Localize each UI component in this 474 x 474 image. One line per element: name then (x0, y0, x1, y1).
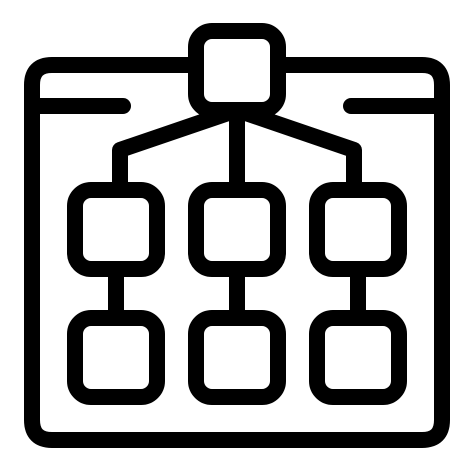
connector-right (229, 102, 362, 198)
root-node (188, 23, 286, 118)
connector-left (112, 102, 245, 198)
middle-node-center (188, 182, 286, 277)
middle-node-right (309, 182, 407, 277)
bottom-node-center (188, 310, 286, 405)
board-frame-shape (24, 57, 450, 448)
bottom-node-left (67, 310, 165, 405)
middle-node-left (67, 182, 165, 277)
bottom-node-right (309, 310, 407, 405)
